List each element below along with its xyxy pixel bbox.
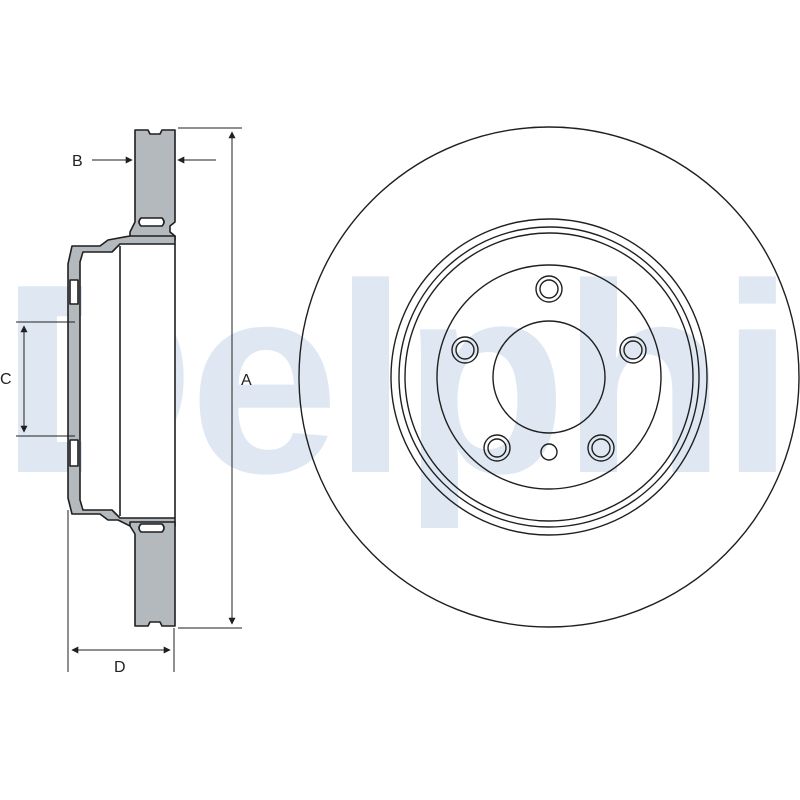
hat-inner — [82, 246, 175, 516]
hub-notch-lower — [70, 440, 78, 466]
side-section-view — [68, 130, 175, 626]
dimension-c-label: C — [0, 371, 12, 388]
dimension-b-label: B — [72, 153, 83, 170]
dimension-a-label: A — [241, 372, 252, 389]
dimension-d-label: D — [114, 659, 126, 676]
hub-notch-upper — [70, 280, 78, 304]
cooling-slot-upper — [139, 218, 164, 226]
lower-friction-ring — [130, 522, 175, 626]
cooling-slot-lower — [139, 524, 164, 532]
